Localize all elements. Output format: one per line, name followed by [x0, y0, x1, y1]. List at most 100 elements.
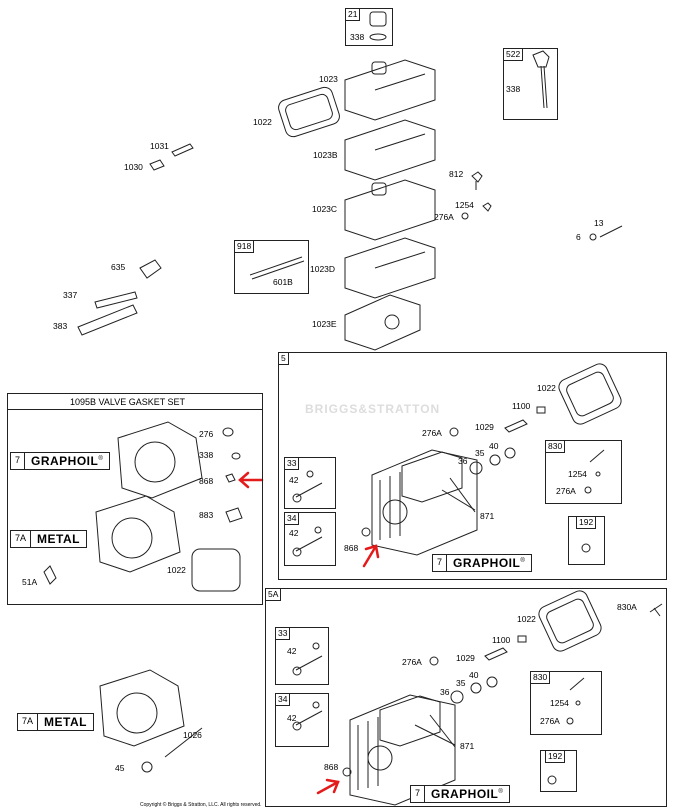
part-label-34-panel5a[interactable]: 34	[275, 693, 291, 706]
panel-label-5[interactable]: 5	[278, 352, 289, 365]
part-box-522	[503, 48, 558, 120]
part-label-40-panel5a[interactable]: 40	[469, 670, 479, 680]
part-box-33-panel5	[284, 457, 336, 509]
part-label-601b[interactable]: 601B	[273, 277, 293, 287]
part-label-276a-top[interactable]: 276A	[434, 212, 454, 222]
part-label-1022-set[interactable]: 1022	[167, 565, 186, 575]
part-label-36-panel5a[interactable]: 36	[440, 687, 450, 697]
part-label-1100-panel5a[interactable]: 1100	[492, 635, 511, 645]
valve-34-5	[292, 526, 323, 557]
part-label-192-panel5[interactable]: 192	[576, 516, 597, 529]
part-label-6[interactable]: 6	[576, 232, 581, 242]
panel-label-5a[interactable]: 5A	[265, 588, 282, 601]
part-label-276a-panel5a-box[interactable]: 276A	[540, 716, 560, 726]
part-label-51a[interactable]: 51A	[22, 577, 38, 587]
head-gasket-metal	[95, 495, 181, 573]
part-label-1100-panel5[interactable]: 1100	[512, 401, 531, 411]
part-label-42-panel5a-a[interactable]: 42	[287, 646, 297, 656]
part-label-35-panel5[interactable]: 35	[475, 448, 485, 458]
cylinder-head-5a	[349, 694, 456, 806]
valve-cover-1023c	[344, 179, 436, 241]
part-label-1254-top[interactable]: 1254	[455, 200, 474, 210]
part-label-13[interactable]: 13	[594, 218, 604, 228]
part-label-276a-panel5[interactable]: 276A	[422, 428, 442, 438]
part-label-871-panel5[interactable]: 871	[480, 511, 495, 521]
gasket-276	[222, 427, 234, 437]
part-label-830a[interactable]: 830A	[617, 602, 637, 612]
part-label-1029-panel5[interactable]: 1029	[475, 422, 494, 432]
screws-right	[461, 171, 623, 241]
part-label-33-panel5a[interactable]: 33	[275, 627, 291, 640]
rocker-parts-5a	[414, 603, 663, 748]
part-label-21[interactable]: 21	[345, 8, 361, 21]
part-box-21	[345, 8, 393, 46]
part-label-45[interactable]: 45	[115, 763, 125, 773]
part-label-1030[interactable]: 1030	[124, 162, 143, 172]
part-label-1023b[interactable]: 1023B	[313, 150, 338, 160]
plug-192-5a	[547, 775, 557, 785]
part-label-276a-panel5-box[interactable]: 276A	[556, 486, 576, 496]
valve-cover-1023e	[344, 294, 421, 351]
part-box-918	[234, 240, 309, 294]
part-label-383[interactable]: 383	[53, 321, 68, 331]
part-label-883[interactable]: 883	[199, 510, 214, 520]
kit-graphoil-set: 7 GRAPHOIL®	[10, 452, 111, 470]
part-label-868-set[interactable]: 868	[199, 476, 214, 486]
part-45	[141, 761, 153, 773]
part-label-338-top[interactable]: 338	[350, 32, 365, 42]
part-label-1023d[interactable]: 1023D	[310, 264, 336, 274]
part-label-868-panel5a[interactable]: 868	[324, 762, 339, 772]
part-label-1023c[interactable]: 1023C	[312, 204, 338, 214]
part-label-1029-panel5a[interactable]: 1029	[456, 653, 475, 663]
seal-868-5	[361, 527, 371, 537]
gasket-338	[231, 452, 241, 460]
pushrod-1026	[164, 727, 203, 758]
part-label-192-panel5a[interactable]: 192	[545, 750, 566, 763]
part-label-1026[interactable]: 1026	[183, 730, 202, 740]
part-label-1022-panel5a[interactable]: 1022	[517, 614, 536, 624]
valve-cover-1023d	[344, 237, 436, 299]
part-label-40-panel5[interactable]: 40	[489, 441, 499, 451]
seal-868	[225, 473, 236, 483]
part-label-871-panel5a[interactable]: 871	[460, 741, 475, 751]
part-label-635[interactable]: 635	[111, 262, 126, 272]
brand-watermark: BRIGGS&STRATTON	[305, 402, 441, 416]
part-label-1031[interactable]: 1031	[150, 141, 169, 151]
red-arrow-panel5	[362, 544, 380, 568]
part-label-812[interactable]: 812	[449, 169, 464, 179]
part-label-337[interactable]: 337	[63, 290, 78, 300]
red-arrow-gasket-set	[238, 471, 264, 489]
part-label-1022-panel5[interactable]: 1022	[537, 383, 556, 393]
part-label-830-panel5a[interactable]: 830	[530, 671, 551, 684]
part-label-338-set[interactable]: 338	[199, 450, 214, 460]
part-label-522[interactable]: 522	[503, 48, 524, 61]
valve-cover-1023	[344, 59, 436, 121]
part-label-868-panel5[interactable]: 868	[344, 543, 359, 553]
valve-gasket-set-panel	[7, 393, 263, 605]
kit-name: METAL	[37, 532, 80, 546]
part-label-1022-top[interactable]: 1022	[253, 117, 272, 127]
part-label-1023e[interactable]: 1023E	[312, 319, 337, 329]
part-label-33-panel5[interactable]: 33	[284, 457, 300, 470]
part-label-338-dipstick[interactable]: 338	[506, 84, 521, 94]
part-label-42-panel5-a[interactable]: 42	[289, 475, 299, 485]
part-label-1254-panel5a[interactable]: 1254	[550, 698, 569, 708]
part-label-36-panel5[interactable]: 36	[458, 456, 468, 466]
part-label-42-panel5a-b[interactable]: 42	[287, 713, 297, 723]
red-arrow-panel5a	[316, 778, 340, 795]
part-label-276a-panel5a[interactable]: 276A	[402, 657, 422, 667]
part-label-918[interactable]: 918	[234, 240, 255, 253]
part-label-1023[interactable]: 1023	[319, 74, 338, 84]
panel-5a	[265, 588, 667, 807]
part-label-34-panel5[interactable]: 34	[284, 512, 300, 525]
gasket-883	[225, 507, 243, 523]
part-label-1254-panel5[interactable]: 1254	[568, 469, 587, 479]
part-label-35-panel5a[interactable]: 35	[456, 678, 466, 688]
part-label-276[interactable]: 276	[199, 429, 214, 439]
valve-cover-gasket-part	[278, 86, 340, 138]
part-label-42-panel5-b[interactable]: 42	[289, 528, 299, 538]
kit-name: GRAPHOIL®	[431, 787, 504, 801]
part-label-830-panel5[interactable]: 830	[545, 440, 566, 453]
kit-number: 7A	[11, 531, 32, 547]
